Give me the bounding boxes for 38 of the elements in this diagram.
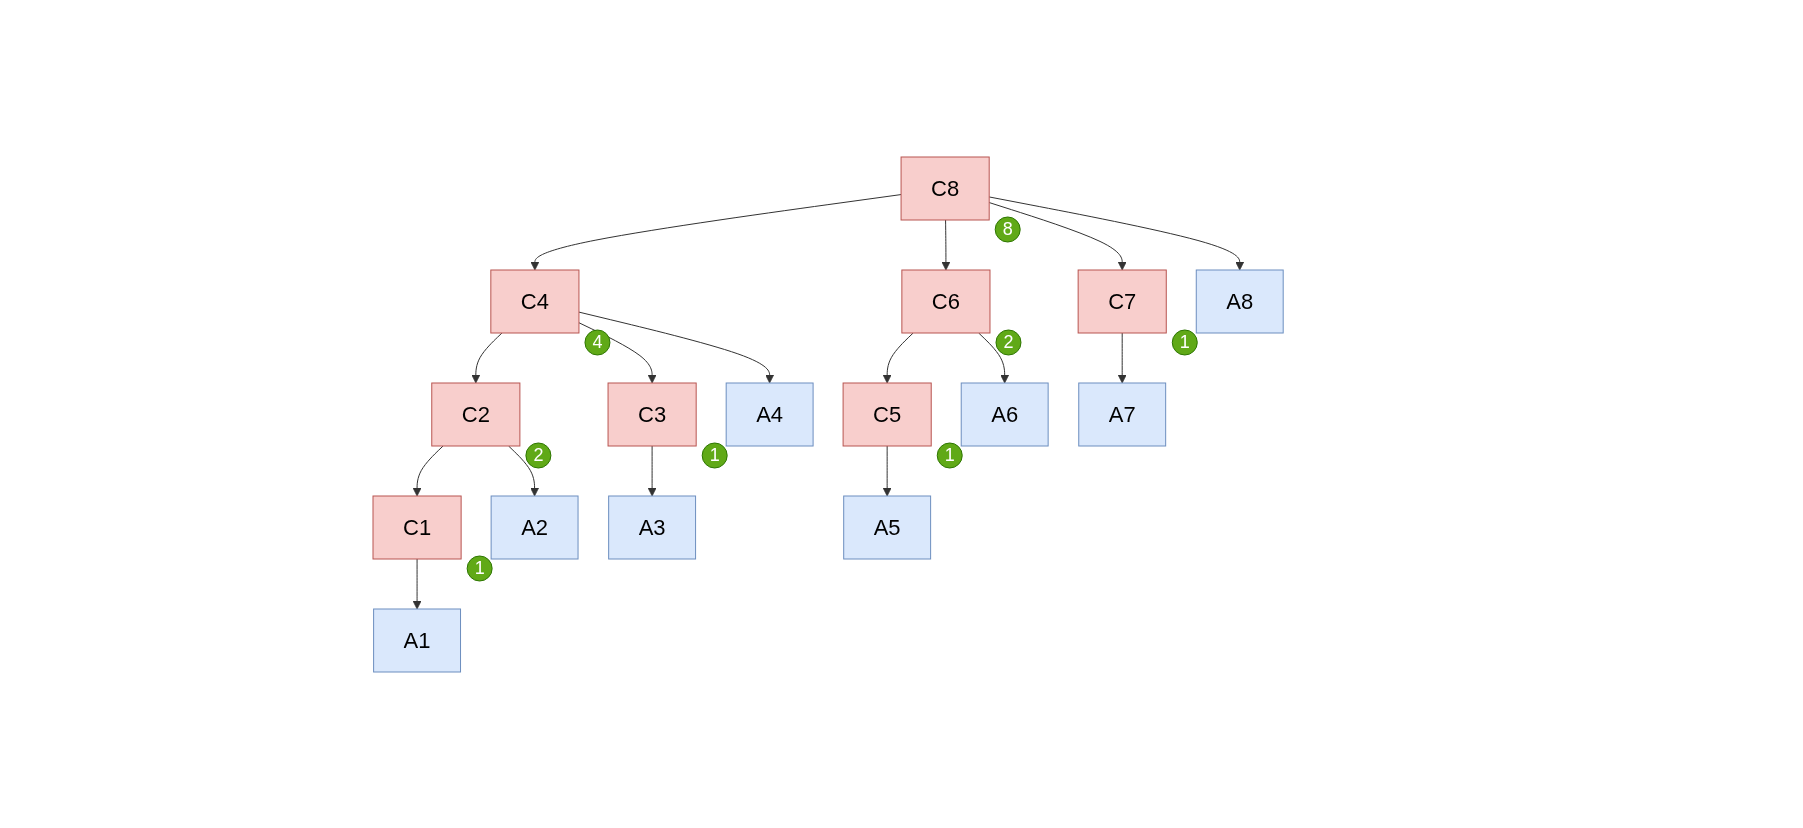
node-label: 2	[533, 444, 544, 465]
arrow	[989, 195, 1245, 270]
node-box: A7	[1078, 382, 1167, 446]
arrow	[413, 558, 422, 609]
node-box: C2	[431, 382, 521, 446]
node-label: 1	[945, 444, 956, 465]
node-box: C7	[1078, 269, 1168, 333]
node-box: C4	[490, 269, 580, 333]
arrow	[1118, 332, 1127, 383]
node-box: A2	[490, 495, 579, 559]
arrow	[530, 193, 902, 270]
node-box: A4	[726, 382, 814, 446]
arrow	[883, 445, 892, 496]
node-box: A5	[843, 495, 932, 559]
node-box: C1	[372, 495, 462, 559]
node-box: A8	[1196, 269, 1285, 333]
node-label: 1	[710, 444, 721, 465]
node-label: 4	[592, 331, 603, 352]
arrow	[471, 332, 503, 383]
node-label: 8	[1003, 218, 1014, 239]
node-box: C6	[901, 269, 991, 333]
node-box: A1	[373, 608, 462, 672]
node-box: C5	[842, 382, 933, 446]
node-label: 1	[1180, 331, 1191, 352]
arrow	[941, 219, 951, 270]
node-label: 2	[1003, 331, 1014, 352]
node-box: A3	[608, 495, 697, 559]
arrow	[978, 332, 1010, 383]
arrow	[578, 311, 775, 383]
node-box: C3	[607, 382, 697, 446]
node-label: 1	[474, 557, 485, 578]
node-box: C8	[900, 156, 991, 220]
arrow	[989, 201, 1127, 270]
arrow	[883, 332, 914, 383]
arrow	[413, 445, 444, 496]
arrow	[648, 445, 657, 496]
arrow	[508, 445, 540, 496]
node-box: A6	[961, 382, 1049, 446]
